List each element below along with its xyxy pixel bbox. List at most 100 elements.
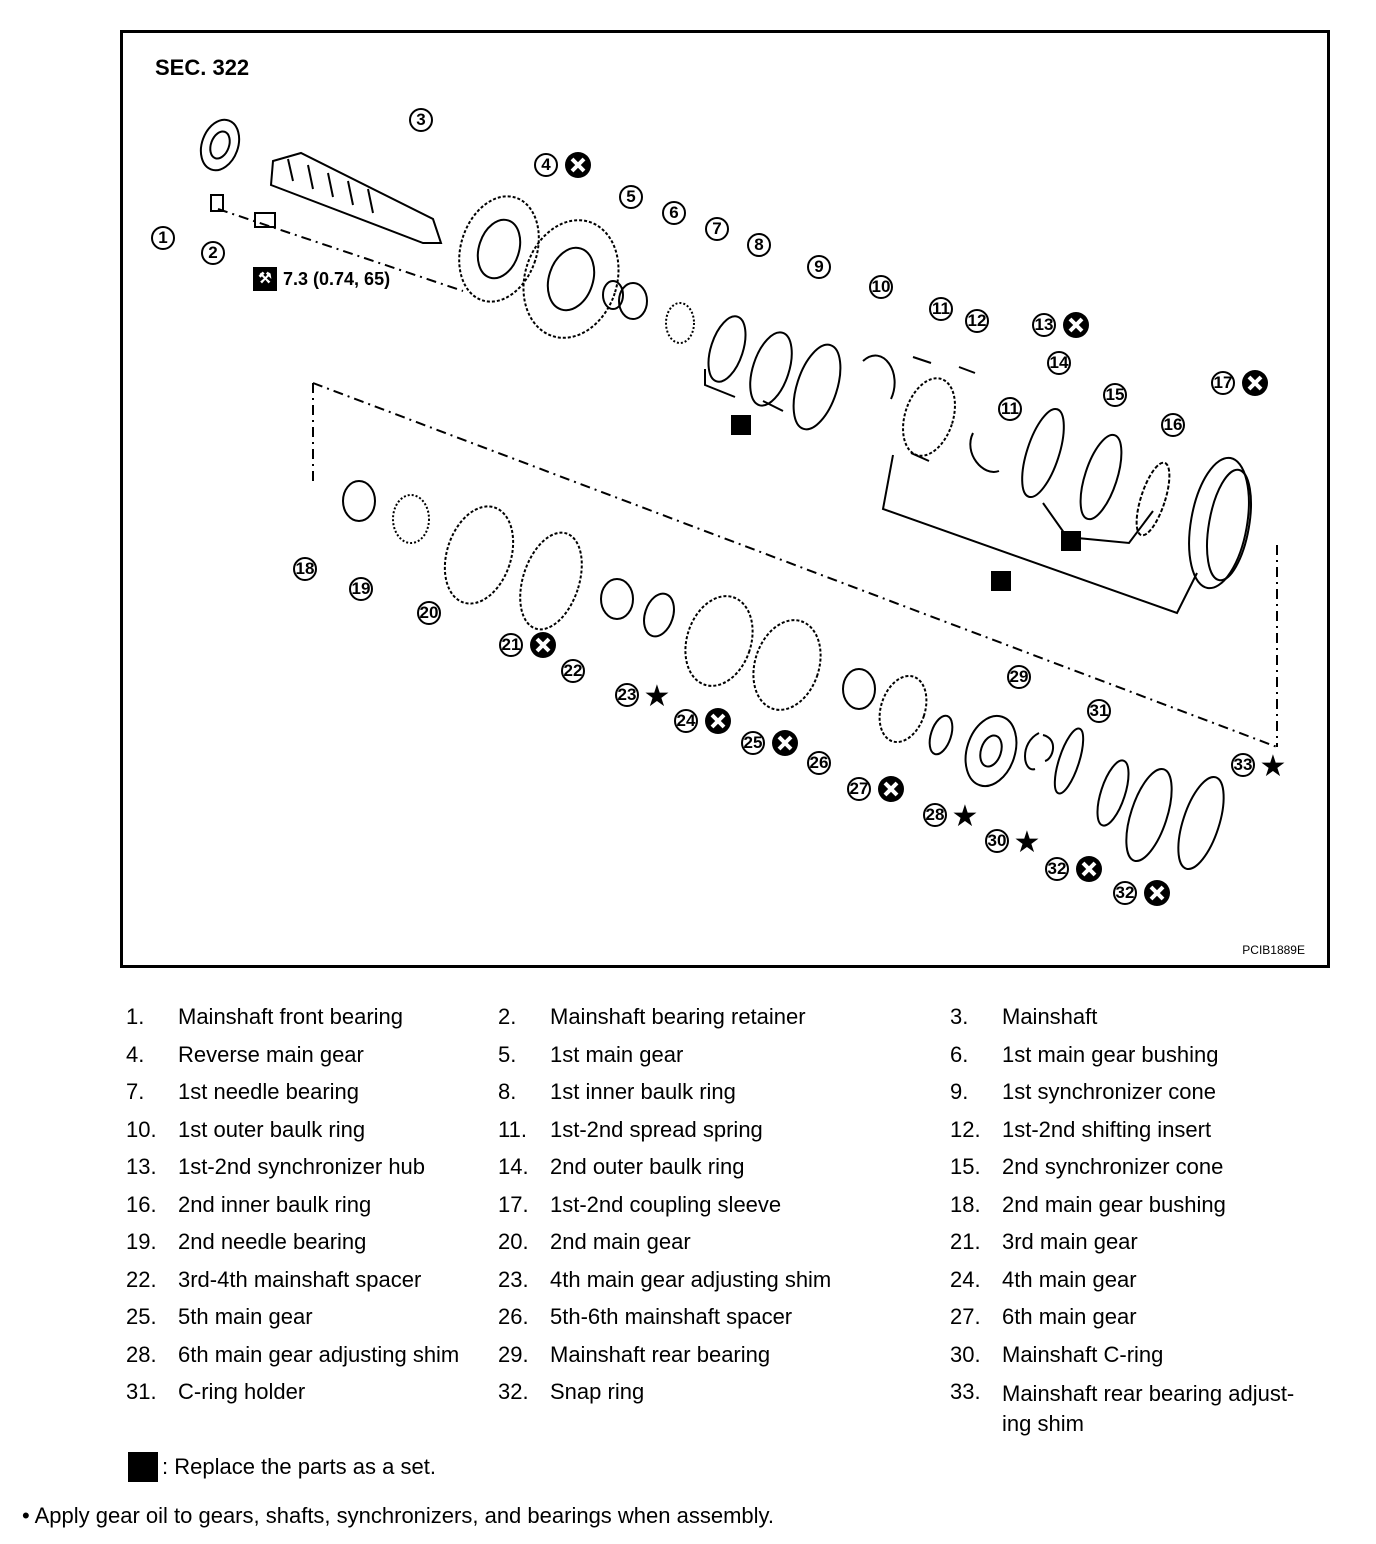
legend-number: 3. xyxy=(950,1004,969,1029)
callout-number: 32 xyxy=(1116,883,1135,902)
callout-number: 9 xyxy=(814,257,823,276)
callout-30: 30★ xyxy=(985,826,1040,859)
callout-number: 8 xyxy=(754,235,763,254)
part-30-cring-shape xyxy=(1024,732,1054,771)
part-11-spring-shape xyxy=(862,354,896,400)
callout-number: 25 xyxy=(744,733,763,752)
callout-33: 33★ xyxy=(1231,750,1286,783)
part-32-snapring-shape xyxy=(1096,759,1130,827)
legend-part-name: 1st needle bearing xyxy=(178,1079,360,1104)
part-10-ring-shape xyxy=(792,343,842,431)
star-icon: ★ xyxy=(952,800,979,833)
callout-27: 27 xyxy=(847,776,904,802)
legend-number: 7. xyxy=(126,1079,145,1104)
legend-number: 33. xyxy=(950,1379,981,1404)
callout-24: 24 xyxy=(674,708,731,734)
callout-number: 13 xyxy=(1035,315,1054,334)
legend-number: 9. xyxy=(950,1079,969,1104)
legend-part-name: 3rd-4th mainshaft spacer xyxy=(178,1266,422,1292)
legend-part-name: Snap ring xyxy=(550,1379,645,1404)
part-25-gear-shape xyxy=(752,619,822,711)
legend-number: 29. xyxy=(498,1341,529,1367)
gear-oil-note: • Apply gear oil to gears, shafts, synch… xyxy=(22,1503,775,1528)
callout-15: 15 xyxy=(1103,383,1127,407)
callout-number: 27 xyxy=(850,779,869,798)
part-17-sleeve-shape xyxy=(1188,456,1250,590)
legend-part-name: 2nd main gear bushing xyxy=(1002,1191,1226,1217)
legend-number: 10. xyxy=(126,1116,157,1142)
part-1-bearing-shape xyxy=(199,118,241,172)
callout-number: 24 xyxy=(677,711,696,730)
callout-number: 28 xyxy=(926,805,945,824)
callout-number: 5 xyxy=(626,187,635,206)
legend-part-name: Reverse main gear xyxy=(178,1041,364,1067)
set-note-text: : Replace the parts as a set. xyxy=(162,1454,436,1479)
legend-number: 26. xyxy=(498,1304,529,1329)
callout-number: 26 xyxy=(810,753,829,772)
legend-number: 14. xyxy=(498,1154,529,1179)
legend-part-name: 2nd main gear xyxy=(550,1229,691,1254)
callout-number: 29 xyxy=(1010,667,1029,686)
part-27-gear-shape xyxy=(878,674,928,744)
part-3-mainshaft-shape xyxy=(269,151,443,244)
legend-part-name: 1st-2nd synchronizer hub xyxy=(178,1154,426,1179)
callout-number: 19 xyxy=(352,579,371,598)
callout-32: 32 xyxy=(1113,880,1170,906)
callout-number: 12 xyxy=(968,311,987,330)
legend-part-name: 3rd main gear xyxy=(1002,1229,1138,1254)
callout-number: 20 xyxy=(420,603,439,622)
legend-number: 20. xyxy=(498,1229,529,1254)
callout-number: 11 xyxy=(1001,399,1019,418)
legend-number: 32. xyxy=(498,1379,529,1404)
callout-21: 21 xyxy=(499,632,556,658)
part-20-gear-shape xyxy=(443,505,515,605)
part-4-gear-shape xyxy=(458,195,540,303)
callout-number: 32 xyxy=(1048,859,1067,878)
callout-number: 4 xyxy=(541,155,551,174)
callout-10: 10 xyxy=(869,275,893,299)
callout-13: 13 xyxy=(1032,312,1089,338)
callout-23: 23★ xyxy=(615,680,670,713)
part-13-hub-shape xyxy=(902,377,956,457)
part-31-holder-shape xyxy=(1053,727,1085,795)
set-marker-2 xyxy=(1061,531,1081,551)
callout-number: 22 xyxy=(564,661,583,680)
set-marker-icon xyxy=(128,1452,158,1482)
legend-number: 2. xyxy=(498,1004,517,1029)
callout-number: 15 xyxy=(1106,385,1125,404)
legend-number: 25. xyxy=(126,1304,157,1329)
legend-part-name: Mainshaft C-ring xyxy=(1002,1341,1164,1367)
callout-22: 22 xyxy=(561,659,585,683)
legend-part-name: 1st-2nd spread spring xyxy=(550,1116,763,1142)
legend-number: 31. xyxy=(126,1379,157,1404)
legend-number: 8. xyxy=(498,1079,517,1104)
part-11b-spring-shape xyxy=(969,432,1000,473)
callout-number: 10 xyxy=(872,277,891,296)
callout-11: 11 xyxy=(929,297,953,321)
legend-number: 1. xyxy=(126,1004,145,1029)
part-7-needle-shape xyxy=(665,302,695,344)
part-12-insert-shape xyxy=(912,356,976,374)
legend-number: 30. xyxy=(950,1341,981,1367)
torque-value: 7.3 (0.74, 65) xyxy=(283,268,391,289)
legend-part-name: 1st-2nd coupling sleeve xyxy=(550,1191,782,1217)
callout-number: 31 xyxy=(1090,701,1109,720)
callout-number: 18 xyxy=(296,559,315,578)
callout-1: 1 xyxy=(151,226,175,250)
legend-number: 11. xyxy=(498,1116,527,1142)
set-marker-1 xyxy=(731,415,751,435)
legend-part-name: Mainshaft bearing retainer xyxy=(550,1004,806,1029)
callout-3: 3 xyxy=(409,108,433,132)
callout-number: 33 xyxy=(1234,755,1253,774)
callout-5: 5 xyxy=(619,185,643,209)
callout-number: 1 xyxy=(158,228,167,247)
callout-number: 30 xyxy=(988,831,1007,850)
legend-number: 15. xyxy=(950,1154,981,1179)
callout-11: 11 xyxy=(998,397,1022,421)
section-label: SEC. 322 xyxy=(155,55,250,80)
